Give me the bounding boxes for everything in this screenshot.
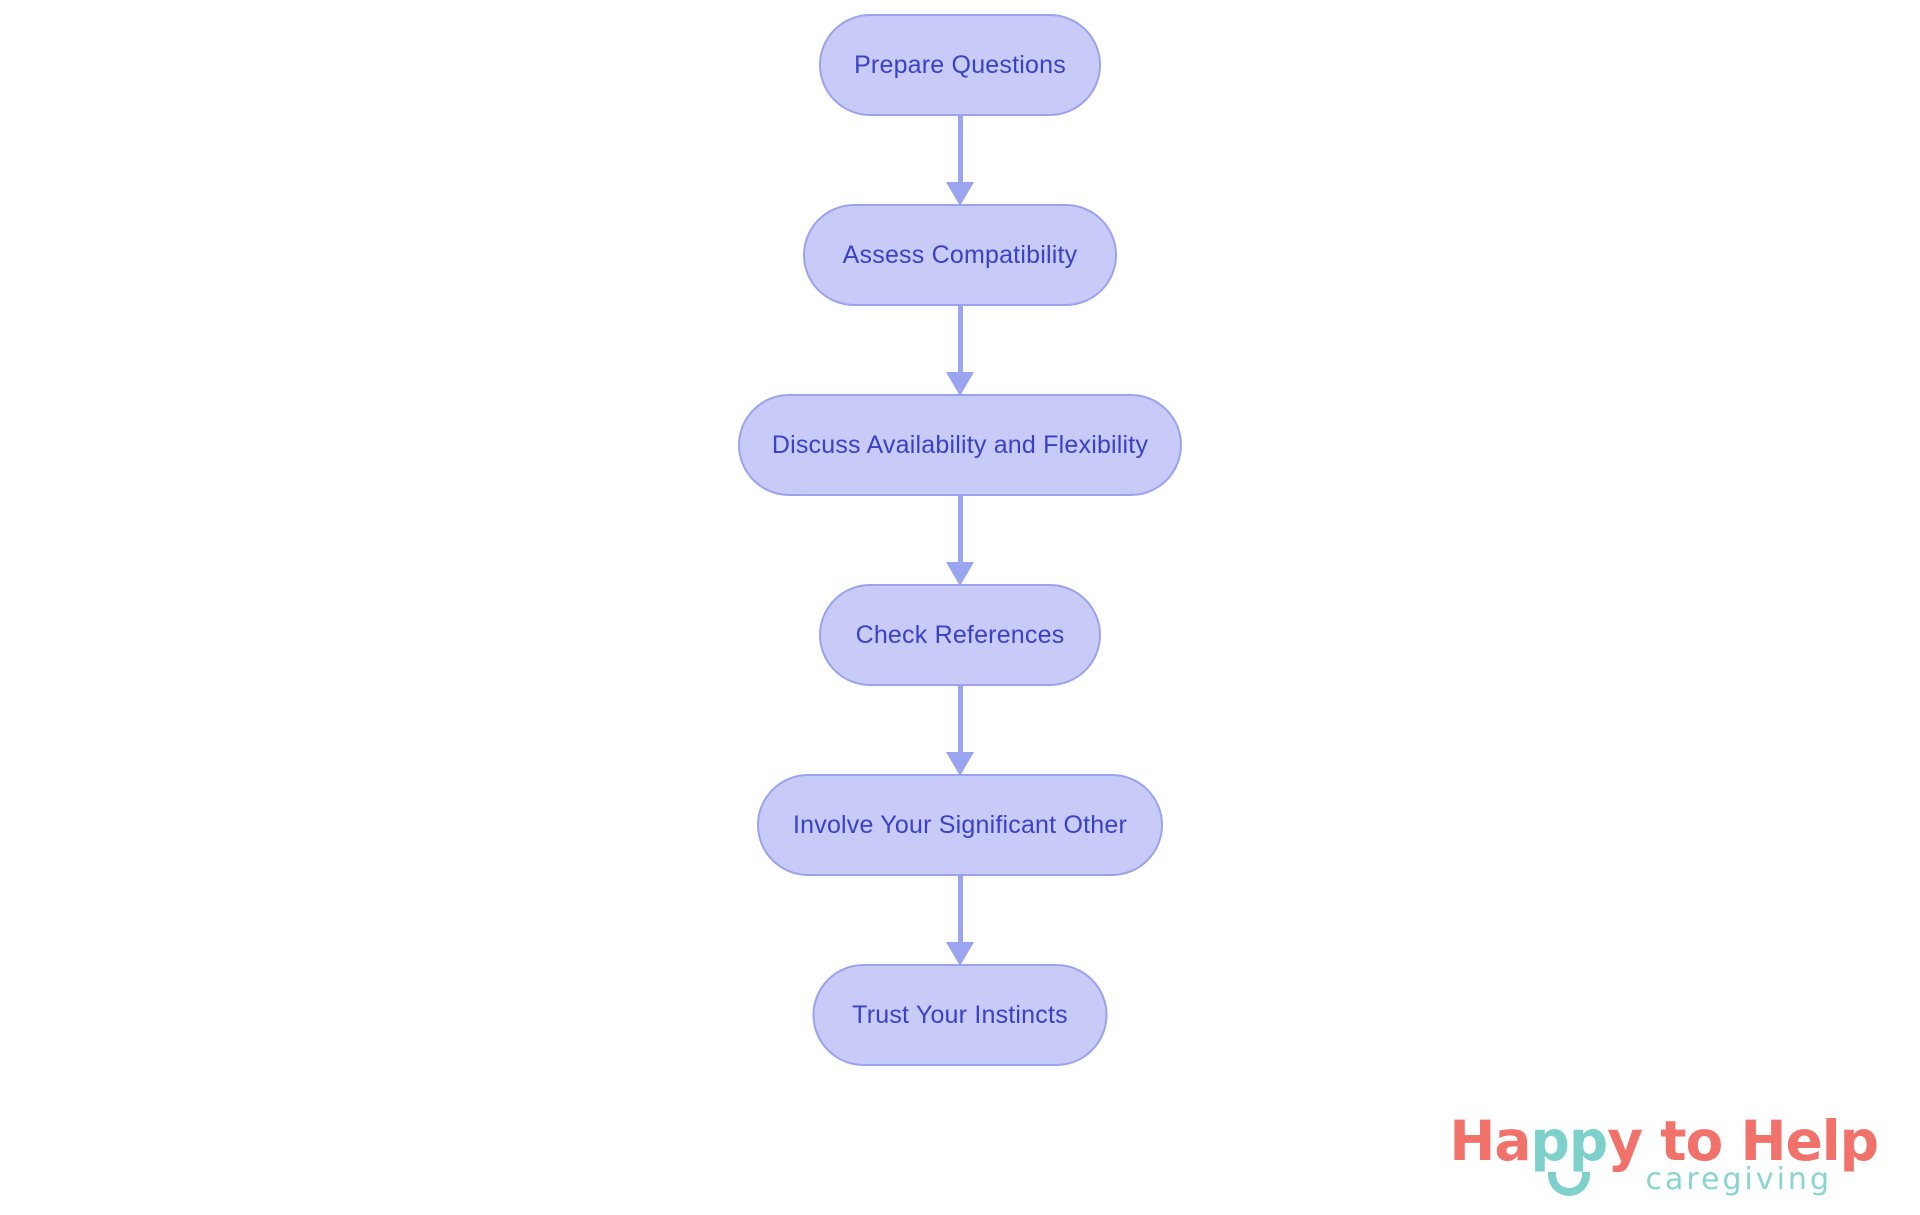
flow-node-involve-significant-other: Involve Your Significant Other bbox=[757, 774, 1163, 876]
logo-wordmark-part3: y to Help bbox=[1607, 1109, 1879, 1173]
arrowhead-icon bbox=[946, 372, 974, 396]
arrowhead-icon bbox=[946, 562, 974, 586]
arrowhead-icon bbox=[946, 752, 974, 776]
logo-wordmark-part1: Ha bbox=[1449, 1109, 1531, 1173]
logo-wordmark-part2-text: pp bbox=[1530, 1109, 1608, 1173]
flow-node-discuss-availability: Discuss Availability and Flexibility bbox=[738, 394, 1182, 496]
flow-node-label: Prepare Questions bbox=[854, 50, 1066, 79]
arrow-down-icon bbox=[946, 116, 974, 206]
flow-node-check-references: Check References bbox=[819, 584, 1101, 686]
smile-icon bbox=[1547, 1172, 1590, 1196]
arrow-down-icon bbox=[946, 306, 974, 396]
flow-node-trust-your-instincts: Trust Your Instincts bbox=[812, 964, 1108, 1066]
arrow-stem bbox=[957, 116, 963, 182]
flow-node-label: Check References bbox=[855, 620, 1065, 649]
flow-node-label: Discuss Availability and Flexibility bbox=[771, 430, 1149, 459]
flow-node-label: Trust Your Instincts bbox=[852, 1000, 1068, 1029]
arrow-down-icon bbox=[946, 496, 974, 586]
logo-subtitle: caregiving bbox=[1645, 1162, 1832, 1197]
arrow-stem bbox=[957, 876, 963, 942]
arrow-stem bbox=[957, 496, 963, 562]
arrow-down-icon bbox=[946, 686, 974, 776]
flow-node-label: Involve Your Significant Other bbox=[793, 810, 1127, 839]
flow-node-assess-compatibility: Assess Compatibility bbox=[803, 204, 1117, 306]
arrow-stem bbox=[957, 306, 963, 372]
arrowhead-icon bbox=[946, 182, 974, 206]
flow-node-prepare-questions: Prepare Questions bbox=[819, 14, 1101, 116]
flow-node-label: Assess Compatibility bbox=[842, 240, 1078, 269]
arrowhead-icon bbox=[946, 942, 974, 966]
arrow-stem bbox=[957, 686, 963, 752]
logo-wordmark-part2: pp bbox=[1530, 1114, 1608, 1196]
arrow-down-icon bbox=[946, 876, 974, 966]
